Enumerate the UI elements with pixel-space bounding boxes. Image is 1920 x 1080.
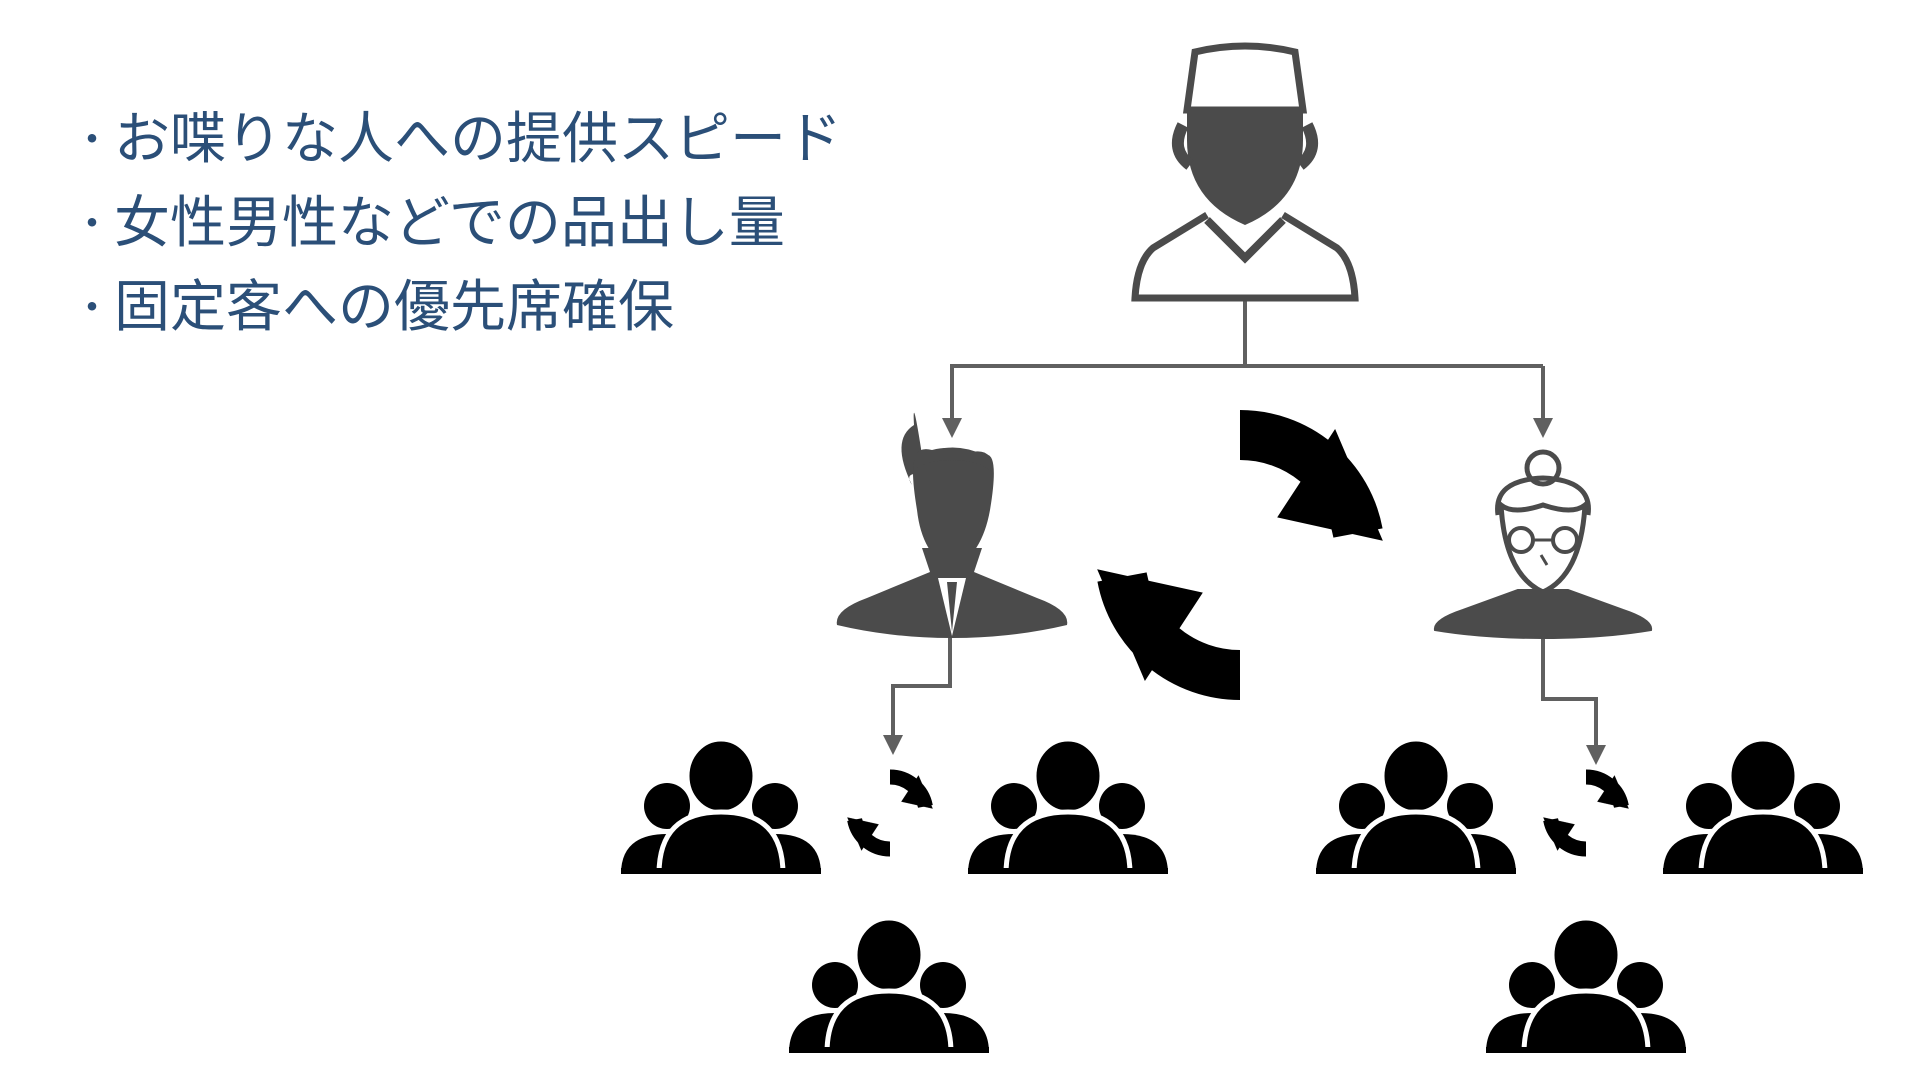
bullet-item: ・ 固定客への優先席確保 [72,266,842,350]
bullet-text: 女性男性などでの品出し量 [114,191,785,256]
bullet-marker: ・ [72,285,112,331]
chef-icon [1131,42,1359,302]
people-group-icon [789,918,989,1053]
bullet-text: 固定客への優先席確保 [114,275,674,340]
refresh-icon-left [847,776,932,851]
refresh-icon-main [1098,430,1382,680]
refresh-icon-right [1543,776,1628,851]
businessman-icon [836,412,1068,638]
elderly-woman-icon [1433,449,1653,640]
people-group-icon [621,739,821,874]
people-group-icon [1663,739,1863,874]
bullet-item: ・ 女性男性などでの品出し量 [72,182,842,266]
people-group-icon [1486,918,1686,1053]
bullet-list: ・ お喋りな人への提供スピード ・ 女性男性などでの品出し量 ・ 固定客への優先… [72,98,842,350]
bullet-item: ・ お喋りな人への提供スピード [72,98,842,182]
bullet-marker: ・ [72,201,112,247]
people-group-icon [1316,739,1516,874]
bullet-text: お喋りな人への提供スピード [114,107,842,172]
people-group-icon [968,739,1168,874]
bullet-marker: ・ [72,117,112,163]
connector-lines [883,300,1606,765]
